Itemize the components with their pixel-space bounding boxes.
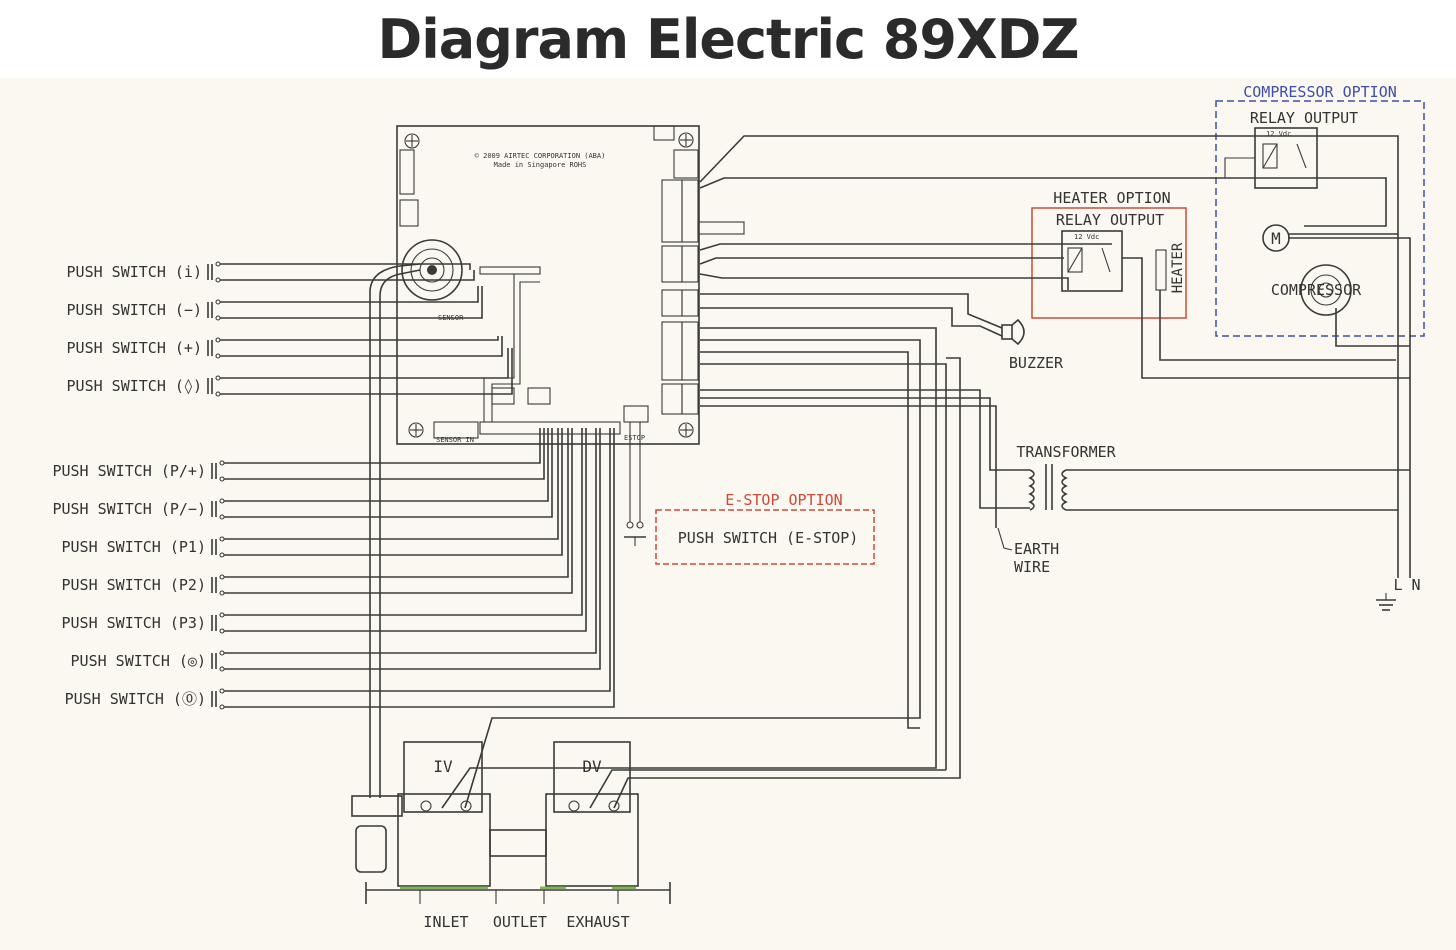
board-component <box>653 125 675 141</box>
board-copyright-line1: © 2009 AIRTEC CORPORATION (ABA) <box>475 152 606 160</box>
push-switch-row: PUSH SWITCH (◎) <box>71 428 601 672</box>
mains-l-label: L <box>1393 576 1402 594</box>
estop-switch-label: PUSH SWITCH (E-STOP) <box>678 529 859 547</box>
switch-connector <box>479 421 621 435</box>
heater-relay-icon <box>1061 230 1123 292</box>
push-switch-label: PUSH SWITCH (P/−) <box>52 500 206 518</box>
exhaust-label: EXHAUST <box>566 913 629 931</box>
mains-n-label: N <box>1411 576 1420 594</box>
switch-contact-icon <box>211 577 217 593</box>
push-switch-label: PUSH SWITCH (P2) <box>62 576 207 594</box>
mounting-hole-icon <box>404 133 420 149</box>
switch-contact-icon <box>211 463 217 479</box>
outlet-label: OUTLET <box>493 913 547 931</box>
switch-contact-icon <box>211 501 217 517</box>
push-switch-label: PUSH SWITCH (i) <box>67 263 202 281</box>
board-component <box>673 149 699 179</box>
sensor-in-connector <box>433 421 479 439</box>
wiring <box>441 135 1411 809</box>
board-component <box>399 149 415 195</box>
switch-contact-icon <box>207 378 213 394</box>
switch-contact-icon <box>211 539 217 555</box>
push-switch-row: PUSH SWITCH (P/−) <box>52 428 553 520</box>
page-title: Diagram Electric 89XDZ <box>377 8 1079 71</box>
inlet-label: INLET <box>423 913 468 931</box>
buzzer-label: BUZZER <box>1009 354 1064 372</box>
heater-option-title: HEATER OPTION <box>1053 189 1170 207</box>
push-switch-label: PUSH SWITCH (◎) <box>71 652 206 670</box>
board-component <box>399 199 419 227</box>
sensor-in-label: SENSOR IN <box>436 436 474 444</box>
heater-element-icon <box>1155 249 1167 291</box>
switch-contact-icon <box>211 653 217 669</box>
switch-contact-icon <box>207 302 213 318</box>
switch-contact-icon <box>211 615 217 631</box>
compressor-relay-label: RELAY OUTPUT <box>1250 109 1358 127</box>
ground-icon <box>1376 593 1396 611</box>
push-switch-row: PUSH SWITCH (P3) <box>62 428 587 634</box>
board-component <box>479 266 541 275</box>
earth-wire-label-1: EARTH <box>1014 540 1059 558</box>
compressor-label: COMPRESSOR <box>1271 281 1362 299</box>
push-switch-label: PUSH SWITCH (P3) <box>62 614 207 632</box>
earth-wire-label-2: WIRE <box>1014 558 1050 576</box>
push-switch-row: PUSH SWITCH (−) <box>67 286 483 321</box>
push-switch-row: PUSH SWITCH (P2) <box>62 428 573 596</box>
compressor-icon <box>1300 264 1352 316</box>
board-component <box>527 387 551 405</box>
iv-label: IV <box>433 757 453 776</box>
push-switch-label: PUSH SWITCH (⓪) <box>65 690 206 708</box>
earth-wire-pointer <box>997 527 1013 551</box>
mounting-hole-icon <box>408 422 424 438</box>
heater-label: HEATER <box>1170 242 1186 293</box>
pressure-sensor-icon <box>401 239 463 301</box>
compressor-relay-vdc: 12 Vdc <box>1266 130 1291 138</box>
valve-assembly: IV DV <box>351 741 671 904</box>
svg-text:M: M <box>1271 229 1281 248</box>
sensor-tube <box>379 269 421 428</box>
compressor-option-title: COMPRESSOR OPTION <box>1243 83 1397 101</box>
push-switch-row: PUSH SWITCH (⓪) <box>65 428 615 710</box>
iv-valve-icon <box>403 741 483 813</box>
push-switch-row: PUSH SWITCH (P1) <box>62 428 563 558</box>
estop-connector <box>623 405 649 423</box>
compressor-option-box: COMPRESSOR OPTION RELAY OUTPUT 12 Vdc M … <box>1215 83 1425 337</box>
push-switch-row: PUSH SWITCH (+) <box>67 336 503 359</box>
board-copyright-line2: Made in Singapore ROHS <box>494 161 587 169</box>
estop-label: ESTOP <box>624 434 645 442</box>
estop-option-title: E-STOP OPTION <box>725 491 842 509</box>
push-switch-label: PUSH SWITCH (+) <box>67 339 202 357</box>
estop-option-box <box>655 509 875 565</box>
heater-option-box: HEATER OPTION RELAY OUTPUT 12 Vdc HEATER <box>1031 189 1187 319</box>
dv-valve-icon <box>553 741 631 813</box>
board-tab <box>697 221 745 235</box>
transformer-label: TRANSFORMER <box>1016 443 1116 461</box>
diagram-background <box>0 78 1456 950</box>
buzzer-icon <box>1001 318 1025 346</box>
transformer-icon <box>1028 464 1068 511</box>
dv-label: DV <box>582 757 602 776</box>
heater-relay-label: RELAY OUTPUT <box>1056 211 1164 229</box>
push-switch-label: PUSH SWITCH (P/+) <box>52 462 206 480</box>
switch-contact-icon <box>207 340 213 356</box>
switch-contact-icon <box>211 691 217 707</box>
push-switch-label: PUSH SWITCH (◊) <box>67 377 202 395</box>
mounting-hole-icon <box>678 422 694 438</box>
push-switch-row: PUSH SWITCH (i) <box>67 261 475 283</box>
heater-relay-vdc: 12 Vdc <box>1074 233 1099 241</box>
switch-contact-icon <box>207 264 213 280</box>
left-push-switches: PUSH SWITCH (i) PUSH SWITCH (−) PUSH SWITC… <box>52 261 615 710</box>
push-switch-label: PUSH SWITCH (P1) <box>62 538 207 556</box>
push-switch-row: PUSH SWITCH (P/+) <box>52 428 545 482</box>
push-switch-label: PUSH SWITCH (−) <box>67 301 202 319</box>
mounting-hole-icon <box>678 132 694 148</box>
wiring-diagram: © 2009 AIRTEC CORPORATION (ABA) Made in … <box>0 78 1456 950</box>
